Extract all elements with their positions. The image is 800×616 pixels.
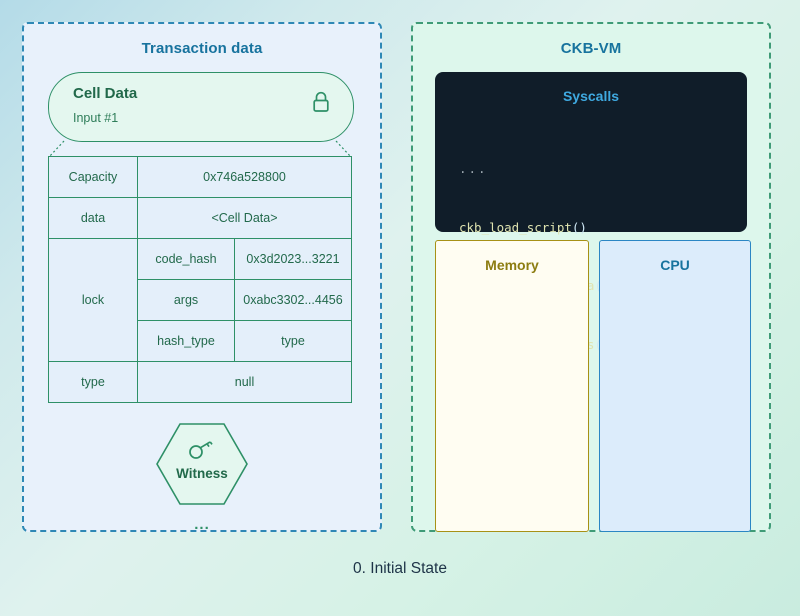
memory-box: Memory <box>435 240 589 532</box>
transaction-data-title: Transaction data <box>141 40 263 57</box>
row-value-type: null <box>137 361 352 403</box>
syscalls-title: Syscalls <box>562 88 620 104</box>
row-value-args: 0xabc3302...4456 <box>234 279 352 321</box>
transaction-data-panel: Transaction data Cell Data Input #1 Capa… <box>22 22 382 533</box>
row-subkey-code-hash: code_hash <box>137 238 235 280</box>
syscalls-box: Syscalls ... ckb_load_script() ckb_load_… <box>435 72 747 410</box>
row-value-hash-type: type <box>234 320 352 362</box>
cpu-box: CPU <box>599 240 751 532</box>
row-key-data: data <box>48 197 138 239</box>
row-key-capacity: Capacity <box>48 156 138 198</box>
syscalls-line-0: ... <box>459 161 488 176</box>
row-value-code-hash: 0x3d2023...3221 <box>234 238 352 280</box>
ckb-vm-title: CKB-VM <box>560 40 622 57</box>
key-icon <box>188 440 214 465</box>
witness-label: Witness <box>176 466 228 481</box>
table-row: args 0xabc3302...4456 <box>49 279 352 321</box>
row-key-type: type <box>48 361 138 403</box>
witness-hexagon[interactable]: Witness <box>154 420 250 508</box>
cell-data-subtitle: Input #1 <box>73 111 119 125</box>
diagram-caption: 0. Initial State <box>353 560 447 577</box>
cpu-title: CPU <box>660 257 690 273</box>
lock-icon <box>311 91 331 118</box>
row-value-capacity: 0x746a528800 <box>137 156 352 198</box>
row-subkey-args: args <box>137 279 235 321</box>
transaction-ellipsis: ... <box>194 516 210 533</box>
ckb-vm-panel: CKB-VM Syscalls ... ckb_load_script() ck… <box>411 22 771 532</box>
table-row: lock code_hash 0x3d2023...3221 <box>48 238 352 362</box>
table-row: Capacity 0x746a528800 <box>48 156 352 198</box>
table-row: hash_type type <box>49 320 352 362</box>
row-value-data: <Cell Data> <box>137 197 352 239</box>
cell-fields-table: Capacity 0x746a528800 data <Cell Data> l… <box>48 156 352 403</box>
cell-data-title: Cell Data <box>73 85 138 102</box>
memory-title: Memory <box>485 257 539 273</box>
row-key-lock: lock <box>48 238 138 362</box>
syscalls-line-1: ckb_load_script() <box>459 219 587 235</box>
table-row: type null <box>48 361 352 403</box>
row-subkey-hash-type: hash_type <box>137 320 235 362</box>
table-row: data <Cell Data> <box>48 197 352 239</box>
cell-data-box[interactable]: Cell Data Input #1 <box>48 72 354 142</box>
